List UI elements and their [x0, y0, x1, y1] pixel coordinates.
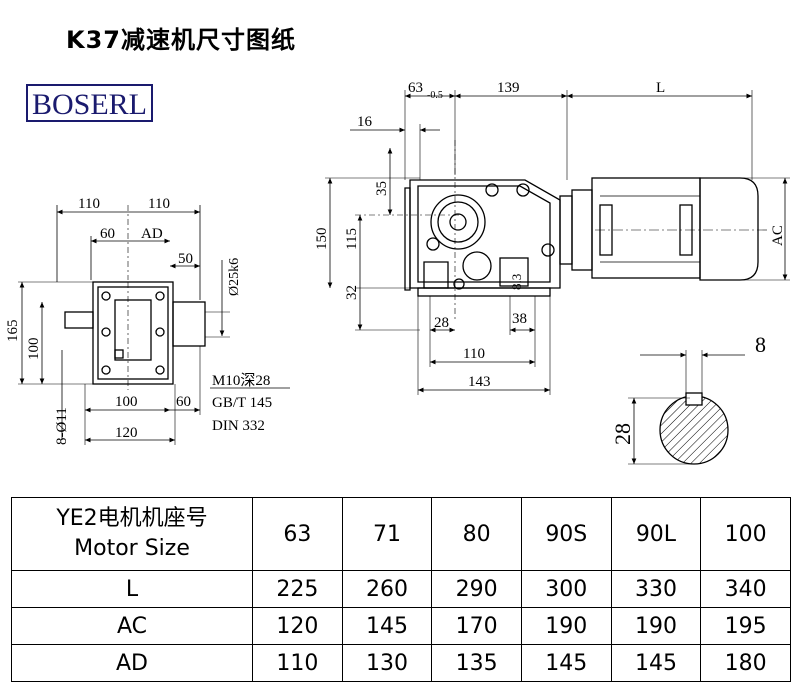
table-cell: 330	[610, 570, 702, 608]
header-label-cell: YE2电机机座号 Motor Size	[11, 497, 253, 571]
dim-63: 63	[408, 80, 423, 96]
side-view-labels: 110 110 60 AD 50 Ø25k6 165 100 8-Ø11 100…	[5, 196, 272, 445]
dim-110-right: 110	[148, 196, 170, 212]
dim-165: 165	[5, 320, 21, 343]
table-cell: 195	[700, 607, 791, 645]
table-cell: 170	[431, 607, 522, 645]
table-row: L 225 260 290 300 330 340	[11, 570, 791, 608]
table-cell: 145	[520, 644, 612, 682]
row-label: AC	[11, 607, 253, 645]
row-label: AD	[11, 644, 253, 682]
table-cell: 190	[520, 607, 612, 645]
header-label-en: Motor Size	[74, 536, 190, 561]
table-cell: 145	[341, 607, 433, 645]
dim-16: 16	[357, 114, 373, 130]
dim-110: 110	[463, 346, 485, 362]
side-view	[18, 205, 290, 445]
header-label-cn: YE2电机机座号	[56, 506, 208, 531]
dim-8-3: 8.3	[509, 274, 524, 290]
dim-143: 143	[468, 374, 491, 390]
dim-50: 50	[178, 251, 193, 267]
motor-size-table: YE2电机机座号 Motor Size 63 71 80 90S 90L 100…	[11, 497, 791, 682]
header-size: 100	[700, 497, 791, 571]
technical-drawing: 110 110 60 AD 50 Ø25k6 165 100 8-Ø11 100…	[5, 80, 790, 465]
header-size: 71	[341, 497, 433, 571]
dim-shaft-height: 28	[610, 423, 635, 445]
table-cell: 180	[700, 644, 791, 682]
row-label: L	[11, 570, 253, 608]
standard-note-gb: GB/T 145	[212, 395, 272, 411]
front-view-labels: 63 -0.5 139 L 16 35 150 115 32 8.3 28 38…	[314, 80, 786, 390]
page-title: K37减速机尺寸图纸	[66, 26, 296, 54]
dim-l: L	[656, 80, 665, 96]
table-cell: 190	[610, 607, 702, 645]
table-row: AD 110 130 135 145 145 180	[11, 644, 791, 682]
standard-note-din: DIN 332	[212, 418, 265, 434]
dim-60-bottom: 60	[176, 394, 191, 410]
dim-100-horizontal: 100	[115, 394, 138, 410]
dim-115: 115	[344, 228, 360, 250]
dim-key-width: 8	[755, 332, 766, 357]
header-size: 90L	[610, 497, 702, 571]
shaft-cross-section	[628, 350, 745, 465]
header-size: 63	[252, 497, 343, 571]
dim-28: 28	[434, 315, 449, 331]
shaft-section-labels: 8 28	[610, 332, 766, 445]
table-cell: 300	[520, 570, 612, 608]
table-header-row: YE2电机机座号 Motor Size 63 71 80 90S 90L 100	[11, 497, 791, 571]
dim-100-vertical: 100	[26, 338, 42, 361]
front-view	[325, 90, 790, 395]
table-cell: 145	[610, 644, 702, 682]
dim-38: 38	[512, 311, 527, 327]
dim-shaft-diameter: Ø25k6	[227, 258, 242, 296]
header-size: 80	[431, 497, 522, 571]
header-size: 90S	[520, 497, 612, 571]
table-cell: 135	[431, 644, 522, 682]
dim-ad: AD	[141, 226, 163, 242]
table-cell: 110	[252, 644, 343, 682]
table-cell: 260	[341, 570, 433, 608]
dim-110-left: 110	[78, 196, 100, 212]
table-cell: 120	[252, 607, 343, 645]
table-cell: 225	[252, 570, 343, 608]
dim-ac: AC	[770, 225, 786, 246]
dim-150: 150	[314, 228, 330, 251]
dim-35: 35	[374, 181, 390, 196]
table-row: AC 120 145 170 190 190 195	[11, 607, 791, 645]
dim-139: 139	[497, 80, 520, 96]
dim-120: 120	[115, 425, 138, 441]
table-cell: 130	[341, 644, 433, 682]
dim-32: 32	[344, 285, 360, 300]
table-cell: 290	[431, 570, 522, 608]
thread-note: M10深28	[212, 372, 270, 389]
dim-63-tolerance: -0.5	[427, 90, 443, 101]
dim-60-top: 60	[100, 226, 115, 242]
dim-mounting-holes: 8-Ø11	[54, 407, 70, 445]
table-cell: 340	[700, 570, 791, 608]
brand-logo: BOSERL	[26, 84, 153, 122]
